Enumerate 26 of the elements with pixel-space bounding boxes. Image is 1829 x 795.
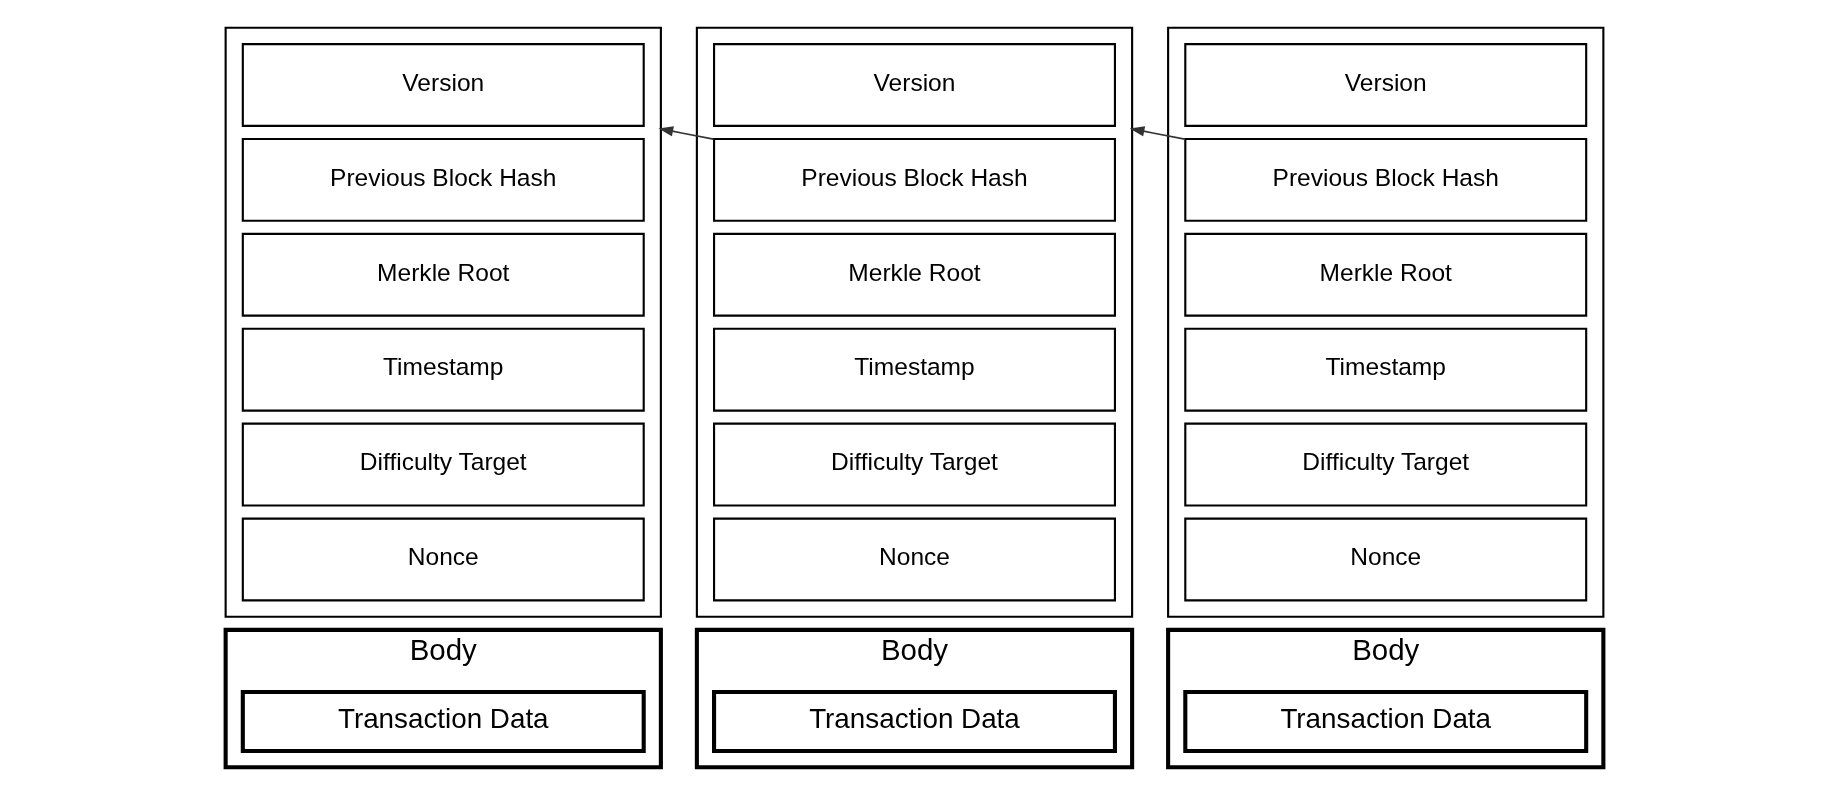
node-box: Merkle Root bbox=[713, 232, 1116, 317]
node-box: Previous Block Hash bbox=[1184, 137, 1588, 222]
node-box: Nonce bbox=[241, 517, 645, 602]
node-box: Nonce bbox=[1184, 517, 1588, 602]
node-box: Transaction Data bbox=[240, 690, 646, 753]
node-box: Version bbox=[713, 43, 1116, 127]
node-box: Difficulty Target bbox=[713, 422, 1116, 507]
cluster bbox=[1167, 26, 1605, 618]
node-box: Difficulty Target bbox=[241, 422, 645, 507]
node-box: Merkle Root bbox=[241, 232, 645, 317]
node-box: Previous Block Hash bbox=[241, 137, 645, 222]
node-box: Transaction Data bbox=[712, 690, 1117, 753]
arrow bbox=[1129, 126, 1186, 140]
node-box: Difficulty Target bbox=[1184, 422, 1588, 507]
node-box: Version bbox=[1184, 43, 1588, 127]
node-box: Timestamp bbox=[241, 327, 645, 412]
arrow bbox=[658, 126, 715, 140]
node-box: Previous Block Hash bbox=[713, 137, 1116, 222]
node-box: Merkle Root bbox=[1184, 232, 1588, 317]
cluster bbox=[695, 26, 1134, 618]
node-box: Timestamp bbox=[1184, 327, 1588, 412]
node-box: Transaction Data bbox=[1183, 690, 1589, 753]
cluster bbox=[224, 26, 662, 618]
node-box: Timestamp bbox=[713, 327, 1116, 412]
node-box: Nonce bbox=[713, 517, 1116, 602]
node-box: Version bbox=[241, 43, 645, 127]
